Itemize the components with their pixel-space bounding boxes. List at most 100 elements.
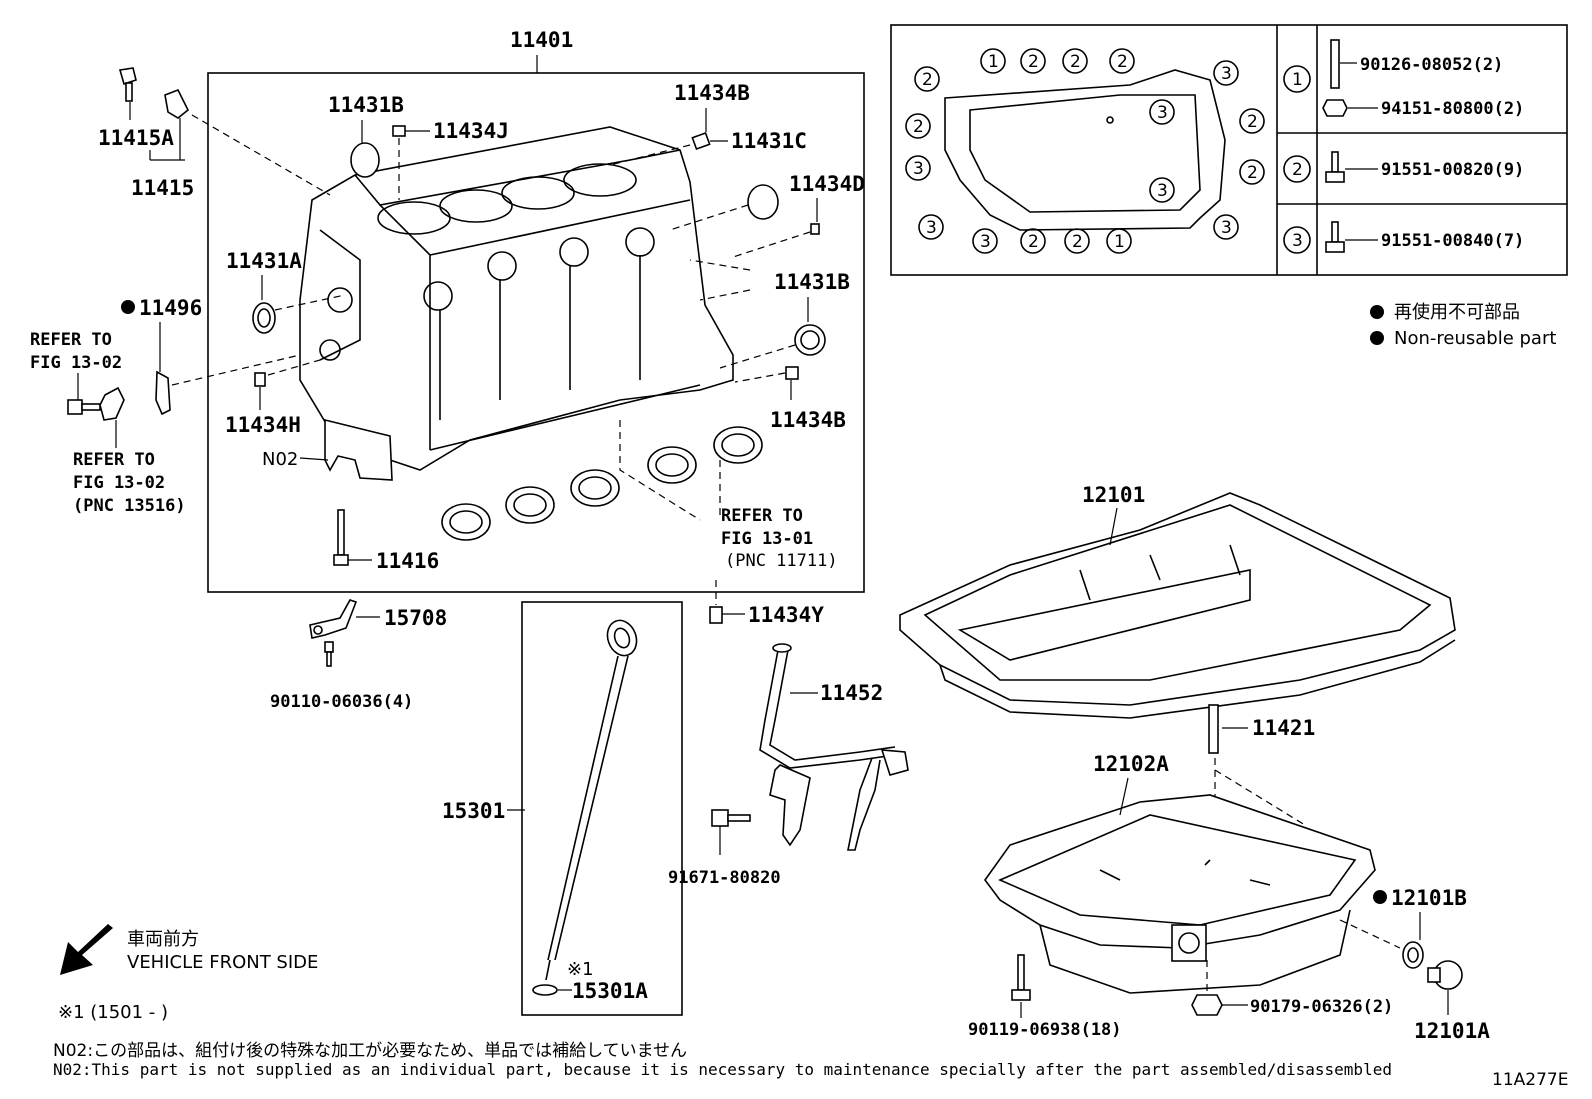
label-11421[interactable]: 11421 xyxy=(1252,716,1315,740)
label-11431B-mid[interactable]: 11431B xyxy=(774,270,850,294)
guide-tube-11452 xyxy=(759,643,909,851)
label-90119[interactable]: 90119-06938(18) xyxy=(968,1020,1122,1040)
refer-left-line1[interactable]: REFER TO xyxy=(30,330,112,350)
legend-jp[interactable]: 再使用不可部品 xyxy=(1394,302,1520,323)
svg-text:3: 3 xyxy=(913,159,924,179)
block-group-frame xyxy=(207,72,865,593)
pin-11434B-mid xyxy=(785,366,799,380)
stud-11421 xyxy=(1208,704,1219,754)
vehicle-front-arrow-icon xyxy=(60,924,113,975)
svg-text:2: 2 xyxy=(1028,52,1039,72)
svg-text:1: 1 xyxy=(988,52,999,72)
refer-right-line1[interactable]: REFER TO xyxy=(721,506,803,526)
label-90110[interactable]: 90110-06036(4) xyxy=(270,692,413,712)
figure-id: 11A277E xyxy=(1492,1070,1569,1090)
gasket-callouts: 1 2 2 2 2 2 3 3 3 2 2 1 3 3 3 2 2 3 xyxy=(905,48,1265,254)
svg-text:3: 3 xyxy=(1221,64,1232,84)
front-en[interactable]: VEHICLE FRONT SIDE xyxy=(127,952,318,973)
footnote-1[interactable]: ※1 (1501 - ) xyxy=(58,1002,168,1023)
seal-11431A xyxy=(252,302,276,334)
bracket-15708 xyxy=(309,599,358,667)
svg-text:2: 2 xyxy=(1247,163,1258,183)
bolt-table-row-1: 1 90126-08052(2) 94151-80800(2) xyxy=(1283,39,1524,119)
note-n02-jp: N02:この部品は、組付け後の特殊な加工が必要なため、単品では補給していません xyxy=(53,1041,688,1061)
svg-text:3: 3 xyxy=(1157,181,1168,201)
dipstick-15301 xyxy=(532,619,638,996)
svg-text:3: 3 xyxy=(1292,231,1303,251)
refer-right-line3[interactable]: (PNC 11711) xyxy=(725,551,838,571)
label-15708[interactable]: 15708 xyxy=(384,606,447,630)
bolt-left xyxy=(67,386,125,421)
label-11401[interactable]: 11401 xyxy=(510,28,573,52)
bolt-90119 xyxy=(1011,954,1031,1001)
label-15301A[interactable]: 15301A xyxy=(572,979,648,1003)
legend-dot-en xyxy=(1370,331,1384,345)
label-90179[interactable]: 90179-06326(2) xyxy=(1250,997,1393,1017)
mark-ref1[interactable]: ※1 xyxy=(567,959,594,980)
bolt-table-row-3: 3 91551-00840(7) xyxy=(1283,221,1524,254)
bolt-table-item-94151[interactable]: 94151-80800(2) xyxy=(1381,99,1524,119)
refer-right-line2[interactable]: FIG 13-01 xyxy=(721,529,813,549)
pin-11434H xyxy=(254,372,266,387)
label-11434B-top[interactable]: 11434B xyxy=(674,81,750,105)
legend-en[interactable]: Non-reusable part xyxy=(1394,328,1556,349)
label-11431A[interactable]: 11431A xyxy=(226,249,302,273)
label-11434B-mid[interactable]: 11434B xyxy=(770,408,846,432)
svg-text:1: 1 xyxy=(1114,232,1125,252)
label-12101A[interactable]: 12101A xyxy=(1414,1019,1490,1043)
pin-11434Y xyxy=(709,606,723,624)
refer-left-b-line3[interactable]: (PNC 13516) xyxy=(73,496,186,516)
svg-text:2: 2 xyxy=(1070,52,1081,72)
svg-text:2: 2 xyxy=(1117,52,1128,72)
label-11415[interactable]: 11415 xyxy=(131,176,194,200)
label-11496[interactable]: 11496 xyxy=(139,296,202,320)
svg-text:2: 2 xyxy=(1028,232,1039,252)
seal-11431B-mid xyxy=(794,324,826,356)
label-15301[interactable]: 15301 xyxy=(442,799,505,823)
refer-left-b-line2[interactable]: FIG 13-02 xyxy=(73,473,165,493)
svg-text:3: 3 xyxy=(1221,218,1232,238)
plug-12101A xyxy=(1427,960,1463,990)
svg-text:1: 1 xyxy=(1292,70,1303,90)
bolt-11415A xyxy=(118,67,190,119)
pin-11434B-top xyxy=(691,131,711,151)
label-12101B[interactable]: 12101B xyxy=(1391,886,1467,910)
label-11434H[interactable]: 11434H xyxy=(225,413,301,437)
dipstick-group-frame xyxy=(521,601,683,1016)
gasket-layout-drawing xyxy=(944,69,1226,231)
label-n02[interactable]: N02 xyxy=(262,449,298,470)
front-jp[interactable]: 車両前方 xyxy=(127,929,199,950)
svg-text:2: 2 xyxy=(1072,232,1083,252)
legend-dot-jp xyxy=(1370,305,1384,319)
refer-left-line2[interactable]: FIG 13-02 xyxy=(30,353,122,373)
label-12101[interactable]: 12101 xyxy=(1082,483,1145,507)
bolt-table-item-91551-00840[interactable]: 91551-00840(7) xyxy=(1381,231,1524,251)
svg-text:2: 2 xyxy=(1292,160,1303,180)
non-reusable-dot-12101B xyxy=(1373,890,1387,904)
bolt-table-row-2: 2 91551-00820(9) xyxy=(1283,151,1524,183)
label-11434D[interactable]: 11434D xyxy=(789,172,865,196)
label-11431C[interactable]: 11431C xyxy=(731,129,807,153)
note-n02-en: N02:This part is not supplied as an indi… xyxy=(53,1060,1392,1079)
svg-text:3: 3 xyxy=(926,218,937,238)
label-11452[interactable]: 11452 xyxy=(820,681,883,705)
svg-text:3: 3 xyxy=(1157,103,1168,123)
oil-pan-lower-12102A xyxy=(984,794,1376,994)
label-11434Y[interactable]: 11434Y xyxy=(748,603,824,627)
label-11431B-top[interactable]: 11431B xyxy=(328,93,404,117)
label-11416[interactable]: 11416 xyxy=(376,549,439,573)
bolt-table-item-91551-00820[interactable]: 91551-00820(9) xyxy=(1381,160,1524,180)
label-91671[interactable]: 91671-80820 xyxy=(668,868,781,888)
oil-pan-upper-12101 xyxy=(899,492,1456,719)
bolt-11416 xyxy=(333,509,349,566)
label-12102A[interactable]: 12102A xyxy=(1093,752,1169,776)
main-bearing-cap xyxy=(324,418,393,481)
label-11434J[interactable]: 11434J xyxy=(433,119,509,143)
bolt-table-frame xyxy=(890,24,1568,276)
plug-11431B-top xyxy=(350,142,380,178)
refer-left-b-line1[interactable]: REFER TO xyxy=(73,450,155,470)
label-11415A[interactable]: 11415A xyxy=(98,126,174,150)
bolt-90179 xyxy=(1191,994,1223,1016)
bolt-table-item-90126[interactable]: 90126-08052(2) xyxy=(1360,55,1503,75)
